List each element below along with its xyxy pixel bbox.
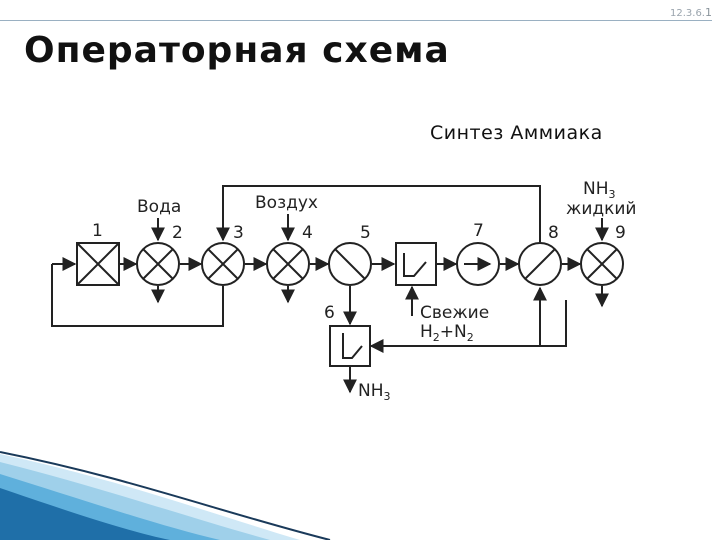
element-7-circle-arrow [456,242,500,286]
header-divider [0,20,712,21]
label-5: 5 [360,223,371,243]
element-mixer-square [395,242,437,286]
element-6-square [329,325,371,367]
label-nh3-liquid: NH3 [583,179,616,201]
label-6: 6 [324,303,335,323]
element-5-circle-separator [328,242,372,286]
label-2: 2 [172,223,183,243]
label-3: 3 [233,223,244,243]
recycle-loop-8-3 [216,185,541,242]
decorative-swoosh [0,451,331,540]
label-nh3-out: NH3 [358,381,391,403]
recycle-loop-9-6 [369,300,567,353]
label-h2-n2: H2+N2 [420,322,474,344]
label-fresh: Свежие [420,303,489,323]
element-8-circle-slash [518,242,562,286]
label-9: 9 [615,223,626,243]
label-4: 4 [302,223,313,243]
operator-diagram: 1 2 3 4 5 6 7 8 9 Вода Воздух NH3 жидкий… [51,179,636,403]
element-3-circle-x [201,242,245,286]
element-1-square-x [76,242,120,286]
label-liquid: жидкий [566,199,636,219]
slide-number-value: 1 [705,6,712,19]
recycle-loop-3-1 [51,264,224,327]
label-air: Воздух [255,193,318,213]
slide-number-prefix: 12.3.6. [670,8,705,19]
element-2-circle-x [136,242,180,286]
label-water: Вода [137,197,181,217]
element-4-circle-x [266,242,310,286]
label-7: 7 [473,221,484,241]
slide-number: 12.3.6.1 [670,6,712,19]
element-9-circle-x [580,242,624,286]
page-title: Операторная схема [24,30,450,71]
diagram-subtitle: Синтез Аммиака [430,122,603,144]
label-1: 1 [92,221,103,241]
label-8: 8 [548,223,559,243]
